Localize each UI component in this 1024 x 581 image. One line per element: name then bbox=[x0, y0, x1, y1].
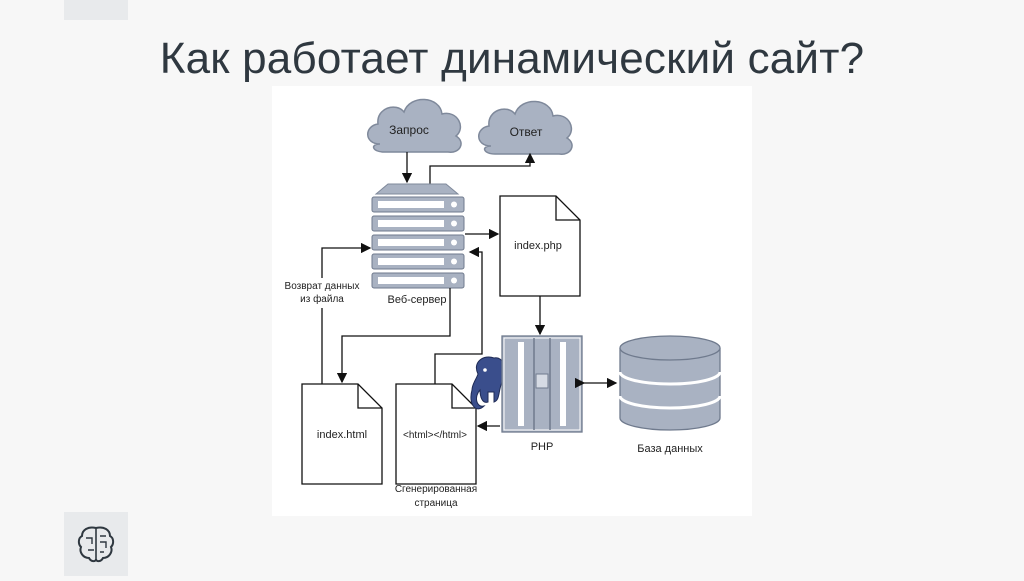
server-unit-3 bbox=[371, 234, 465, 251]
brain-logo-box bbox=[64, 512, 128, 576]
web-server-icon bbox=[371, 183, 465, 289]
html-file-to-server-arrow bbox=[321, 242, 372, 384]
request-label: Запрос bbox=[389, 123, 429, 137]
request-cloud: Запрос bbox=[367, 98, 462, 153]
server-unit-2 bbox=[371, 215, 465, 232]
slide-title: Как работает динамический сайт? bbox=[159, 34, 865, 83]
brain-icon bbox=[77, 526, 115, 563]
generated-page-to-server-arrow bbox=[434, 246, 483, 384]
server-unit-1 bbox=[371, 196, 465, 213]
index-html-label: index.html bbox=[317, 429, 367, 441]
return-data-label-line1: Возврат данных bbox=[285, 281, 360, 292]
php-elephant-icon bbox=[470, 356, 506, 410]
php-server-icon bbox=[501, 335, 583, 433]
index-php-label: index.php bbox=[514, 240, 562, 252]
php-label: PHP bbox=[531, 441, 554, 453]
server-to-html-file-arrow bbox=[336, 288, 451, 384]
generated-caption-line1: Сгенерированная bbox=[395, 484, 477, 495]
return-data-label-line2: из файла bbox=[300, 293, 344, 305]
web-server-label: Веб-сервер bbox=[388, 294, 447, 306]
return-data-label-bg bbox=[278, 278, 366, 308]
database-label: База данных bbox=[637, 443, 703, 455]
response-label: Ответ bbox=[510, 125, 543, 139]
generated-page-document: <html></html> bbox=[395, 383, 477, 485]
diagram-panel: Запрос Ответ bbox=[272, 86, 752, 516]
server-unit-4 bbox=[371, 253, 465, 270]
top-tab bbox=[64, 0, 128, 20]
index-html-document: index.html bbox=[301, 383, 383, 485]
diagram-svg: Запрос Ответ bbox=[278, 98, 722, 509]
database-icon bbox=[618, 335, 722, 431]
generated-caption-line2: страница bbox=[414, 498, 458, 509]
generated-content-label: <html></html> bbox=[403, 430, 467, 441]
server-unit-5 bbox=[371, 272, 465, 289]
server-to-response-arrow bbox=[429, 152, 536, 190]
index-php-document: index.php bbox=[499, 195, 581, 297]
response-cloud: Ответ bbox=[478, 100, 573, 155]
